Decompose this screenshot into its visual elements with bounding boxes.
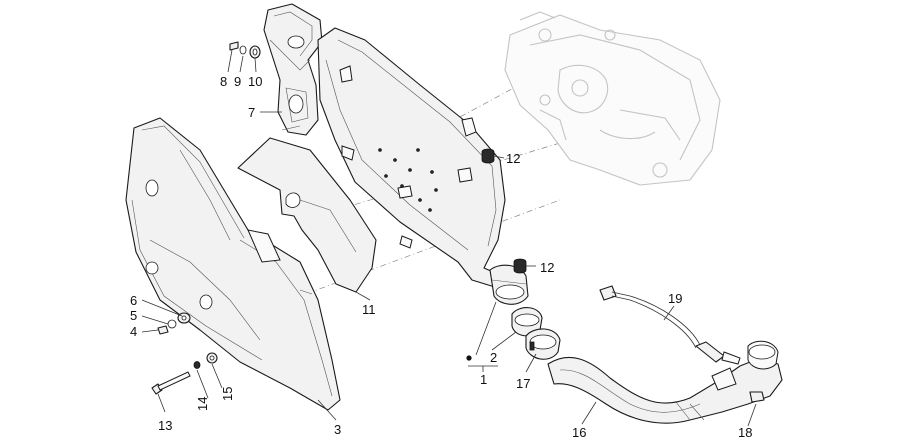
bracket-part xyxy=(263,3,323,136)
callout-14: 14 xyxy=(195,397,210,411)
callout-8: 8 xyxy=(220,74,227,89)
callout-12-lower: 12 xyxy=(540,260,554,275)
callout-7: 7 xyxy=(248,105,255,120)
callout-19: 19 xyxy=(668,291,682,306)
callout-15: 15 xyxy=(220,387,235,401)
callout-13: 13 xyxy=(158,418,172,433)
callout-labels: 1 2 3 4 5 6 7 8 9 10 11 12 12 13 14 15 1… xyxy=(130,74,752,438)
callout-1: 1 xyxy=(480,372,487,387)
leader-lines xyxy=(141,49,757,427)
gasket-ring xyxy=(511,307,543,337)
callout-16: 16 xyxy=(572,425,586,438)
callout-11: 11 xyxy=(362,302,376,317)
callout-18: 18 xyxy=(738,425,752,438)
callout-10: 10 xyxy=(248,74,262,89)
callout-17: 17 xyxy=(516,376,530,391)
hardware-parts xyxy=(151,41,765,403)
callout-3: 3 xyxy=(334,422,341,437)
engine-casing-ghost xyxy=(504,11,721,186)
callout-5: 5 xyxy=(130,308,137,323)
callout-4: 4 xyxy=(130,324,137,339)
sensor-cable xyxy=(599,285,741,365)
callout-12-upper: 12 xyxy=(506,151,520,166)
heat-shield-plate xyxy=(237,137,377,293)
exhaust-pipe xyxy=(547,340,783,424)
callout-6: 6 xyxy=(130,293,137,308)
muffler-body xyxy=(317,27,529,305)
clamp-part xyxy=(525,328,561,360)
outer-cover xyxy=(125,117,341,411)
callout-9: 9 xyxy=(234,74,241,89)
callout-2: 2 xyxy=(490,350,497,365)
